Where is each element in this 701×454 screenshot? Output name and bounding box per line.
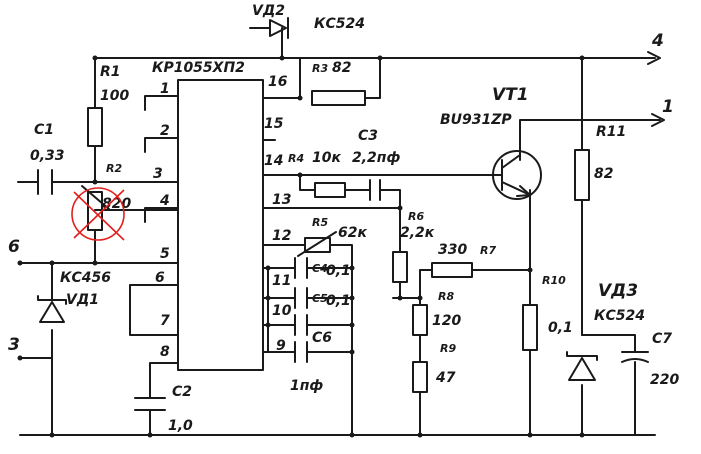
svg-text:120: 120 [432,313,461,329]
wires [17,27,661,436]
svg-text:47: 47 [435,370,456,386]
ic-pin-16: 16 [268,74,288,90]
ic-label: КР1055ХП2 [152,60,245,76]
ic-body [177,79,264,371]
svg-text:КС456: КС456 [60,270,111,286]
svg-text:C6: C6 [312,330,332,346]
transistor-VT1: VT1 BU931ZP [440,85,542,200]
svg-text:2,2пф: 2,2пф [352,150,400,166]
capacitor-C2: C2 1,0 [134,384,193,434]
svg-text:R6: R6 [408,210,424,223]
svg-text:10к: 10к [312,150,341,166]
ic-chip: КР1055ХП2 1 2 3 4 5 6 7 8 9 10 11 12 13 … [152,60,292,371]
resistor-R2: R2 820 [71,162,131,241]
svg-text:C3: C3 [358,128,378,144]
svg-text:820: 820 [102,196,131,212]
resistor-R7: 330 R7 [431,242,496,278]
capacitor-C1: C1 0,33 [30,122,65,195]
strike-mark [71,187,125,241]
svg-text:R10: R10 [542,274,566,287]
junctions [17,55,585,438]
resistor-R1: R1 100 [87,64,129,147]
svg-text:62к: 62к [338,225,367,241]
svg-text:0,1: 0,1 [548,320,573,336]
resistor-R3: R3 82 [311,60,366,106]
terminal-1-label: 1 [662,97,674,117]
svg-text:BU931ZP: BU931ZP [440,112,512,128]
terminal-4-arrow [647,51,661,65]
svg-text:C1: C1 [34,122,54,138]
svg-text:1,0: 1,0 [168,418,193,434]
resistor-R8: R8 120 [412,290,461,336]
svg-text:82: 82 [332,60,351,76]
ic-pin-13: 13 [272,192,291,208]
ic-pin-1: 1 [160,81,170,97]
svg-text:VД2: VД2 [252,3,285,19]
svg-text:2,2к: 2,2к [400,225,435,241]
svg-text:R11: R11 [596,124,626,140]
svg-text:C7: C7 [652,331,672,347]
resistor-R4: R4 10к [288,150,346,198]
svg-text:КС524: КС524 [314,16,365,32]
terminal-4-label: 4 [651,31,664,51]
svg-text:R2: R2 [106,162,122,175]
resistor-R10: R10 0,1 [522,274,573,351]
svg-text:C4: C4 [312,262,328,275]
zener-VD3: VД3 КС524 [566,281,645,381]
svg-text:0,1: 0,1 [326,293,351,309]
ic-pin-15: 15 [264,116,284,132]
terminals: 4 1 6 3 [8,31,674,355]
resistor-R9: R9 47 [412,342,456,393]
svg-text:100: 100 [100,88,129,104]
ic-pin-4: 4 [159,193,170,209]
svg-text:330: 330 [438,242,467,258]
capacitor-C6: C6 1пф [290,314,332,394]
svg-text:R7: R7 [480,244,496,257]
resistor-R11: R11 82 [574,124,626,201]
ic-pin-11: 11 [272,273,291,289]
svg-text:0,1: 0,1 [326,263,351,279]
ic-pin-9: 9 [276,338,286,354]
ic-pin-5: 5 [160,246,170,262]
svg-text:R4: R4 [288,152,304,165]
svg-text:R3: R3 [312,62,328,75]
terminal-6-label: 6 [8,237,20,257]
capacitor-C5: C5 0,1 [294,287,351,309]
terminal-3-label: 3 [8,335,20,355]
zener-VD1: КС456 VД1 [37,270,111,323]
svg-text:VД1: VД1 [66,292,99,308]
svg-text:C2: C2 [172,384,192,400]
ic-pin-12: 12 [272,228,291,244]
svg-text:R5: R5 [312,216,328,229]
capacitor-C3: C3 2,2пф [352,128,400,201]
svg-text:R8: R8 [438,290,454,303]
ic-pin-7: 7 [160,313,170,329]
capacitor-C4: C4 0,1 [294,257,351,279]
ic-pin-2: 2 [160,123,170,139]
svg-text:0,33: 0,33 [30,148,65,164]
svg-text:R1: R1 [100,64,121,80]
svg-text:1пф: 1пф [290,378,323,394]
svg-text:82: 82 [594,166,613,182]
zener-VD2: VД2 КС524 [249,3,365,39]
ic-pin-14: 14 [264,153,283,169]
svg-text:КС524: КС524 [594,308,645,324]
ic-pin-6: 6 [155,270,165,286]
svg-text:VД3: VД3 [598,281,638,301]
ic-pin-3: 3 [153,166,163,182]
svg-text:C5: C5 [312,292,328,305]
capacitor-C7: C7 220 [621,331,679,388]
ic-pin-10: 10 [272,303,292,319]
svg-text:R9: R9 [440,342,456,355]
svg-text:VT1: VT1 [492,85,529,105]
ic-pin-8: 8 [160,344,170,360]
resistor-R5: R5 62к [297,216,367,257]
resistor-R6: R6 2,2к [392,210,435,283]
svg-text:220: 220 [650,372,679,388]
terminal-1-arrow [651,113,665,127]
